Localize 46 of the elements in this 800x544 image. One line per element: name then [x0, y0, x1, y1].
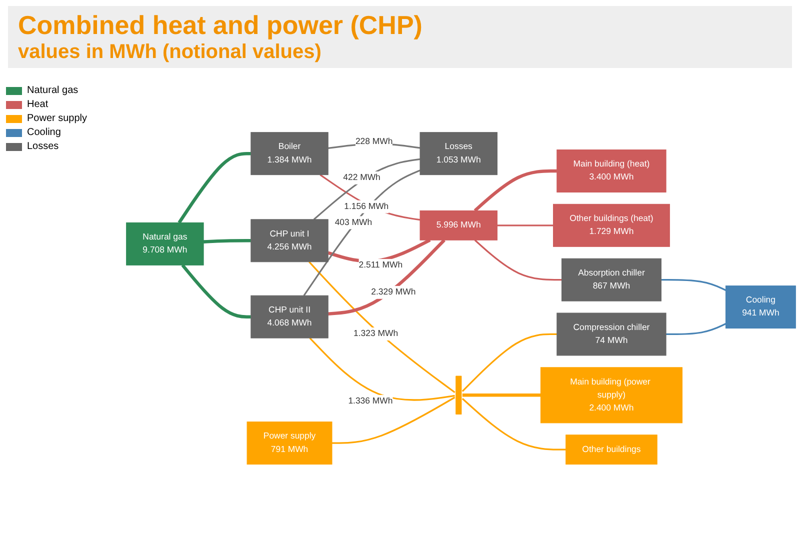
- legend-label: Losses: [27, 141, 59, 152]
- node-box: Main building (power supply) 2.400 MWh: [540, 366, 682, 423]
- legend-label: Power supply: [27, 113, 88, 124]
- connector: [320, 174, 420, 220]
- subtitle: values in MWh (notional values): [18, 41, 322, 64]
- legend-label: Cooling: [27, 127, 61, 138]
- node-box: 5.996 MWh: [420, 210, 498, 240]
- node-box: Cooling 941 MWh: [725, 285, 796, 328]
- node-box: Losses 1.053 MWh: [420, 132, 498, 175]
- connector: [497, 224, 554, 226]
- connector: [332, 396, 456, 444]
- node-box: Other buildings (heat) 1.729 MWh: [553, 204, 670, 247]
- edge-label: 422 MWh: [343, 172, 380, 182]
- edge-label: 403 MWh: [334, 217, 372, 227]
- edge-label: 1.336 MWh: [348, 396, 393, 406]
- edge-label: 2.329 MWh: [371, 287, 416, 296]
- connector: [303, 169, 420, 296]
- connector: [203, 238, 251, 244]
- node-box: Compression chiller 74 MWh: [556, 312, 666, 356]
- connector: [462, 398, 566, 450]
- node-box: Absorption chiller 867 MWh: [561, 258, 662, 301]
- node-box: Other buildings: [566, 434, 658, 464]
- node-box: Power supply 791 MWh: [246, 421, 332, 464]
- connector: [181, 264, 251, 318]
- connector: [661, 278, 726, 291]
- legend-label: Natural gas: [27, 85, 78, 96]
- legend-label: Heat: [27, 99, 48, 110]
- title: Combined heat and power (CHP): [18, 10, 422, 41]
- connector: [462, 333, 557, 392]
- node-box: CHP unit II 4.068 MWh: [250, 295, 328, 338]
- connector: [474, 239, 562, 280]
- edge-label: 1.323 MWh: [354, 328, 398, 338]
- connector: [313, 158, 420, 220]
- node-box: Main building (heat) 3.400 MWh: [556, 149, 666, 192]
- node-box: CHP unit I 4.256 MWh: [250, 218, 328, 262]
- connector: [308, 260, 456, 393]
- connector: [462, 393, 541, 396]
- edge-label: 228 MWh: [355, 136, 393, 146]
- connector: [178, 152, 251, 224]
- edge-label: 1.156 MWh: [344, 202, 389, 211]
- connector: [666, 322, 726, 335]
- node-box: Boiler 1.384 MWh: [250, 132, 328, 175]
- node-box: Natural gas 9.708 MWh: [126, 222, 204, 266]
- edge-label: 2.511 MWh: [358, 260, 403, 270]
- connector: [309, 337, 455, 400]
- connector: [474, 169, 557, 212]
